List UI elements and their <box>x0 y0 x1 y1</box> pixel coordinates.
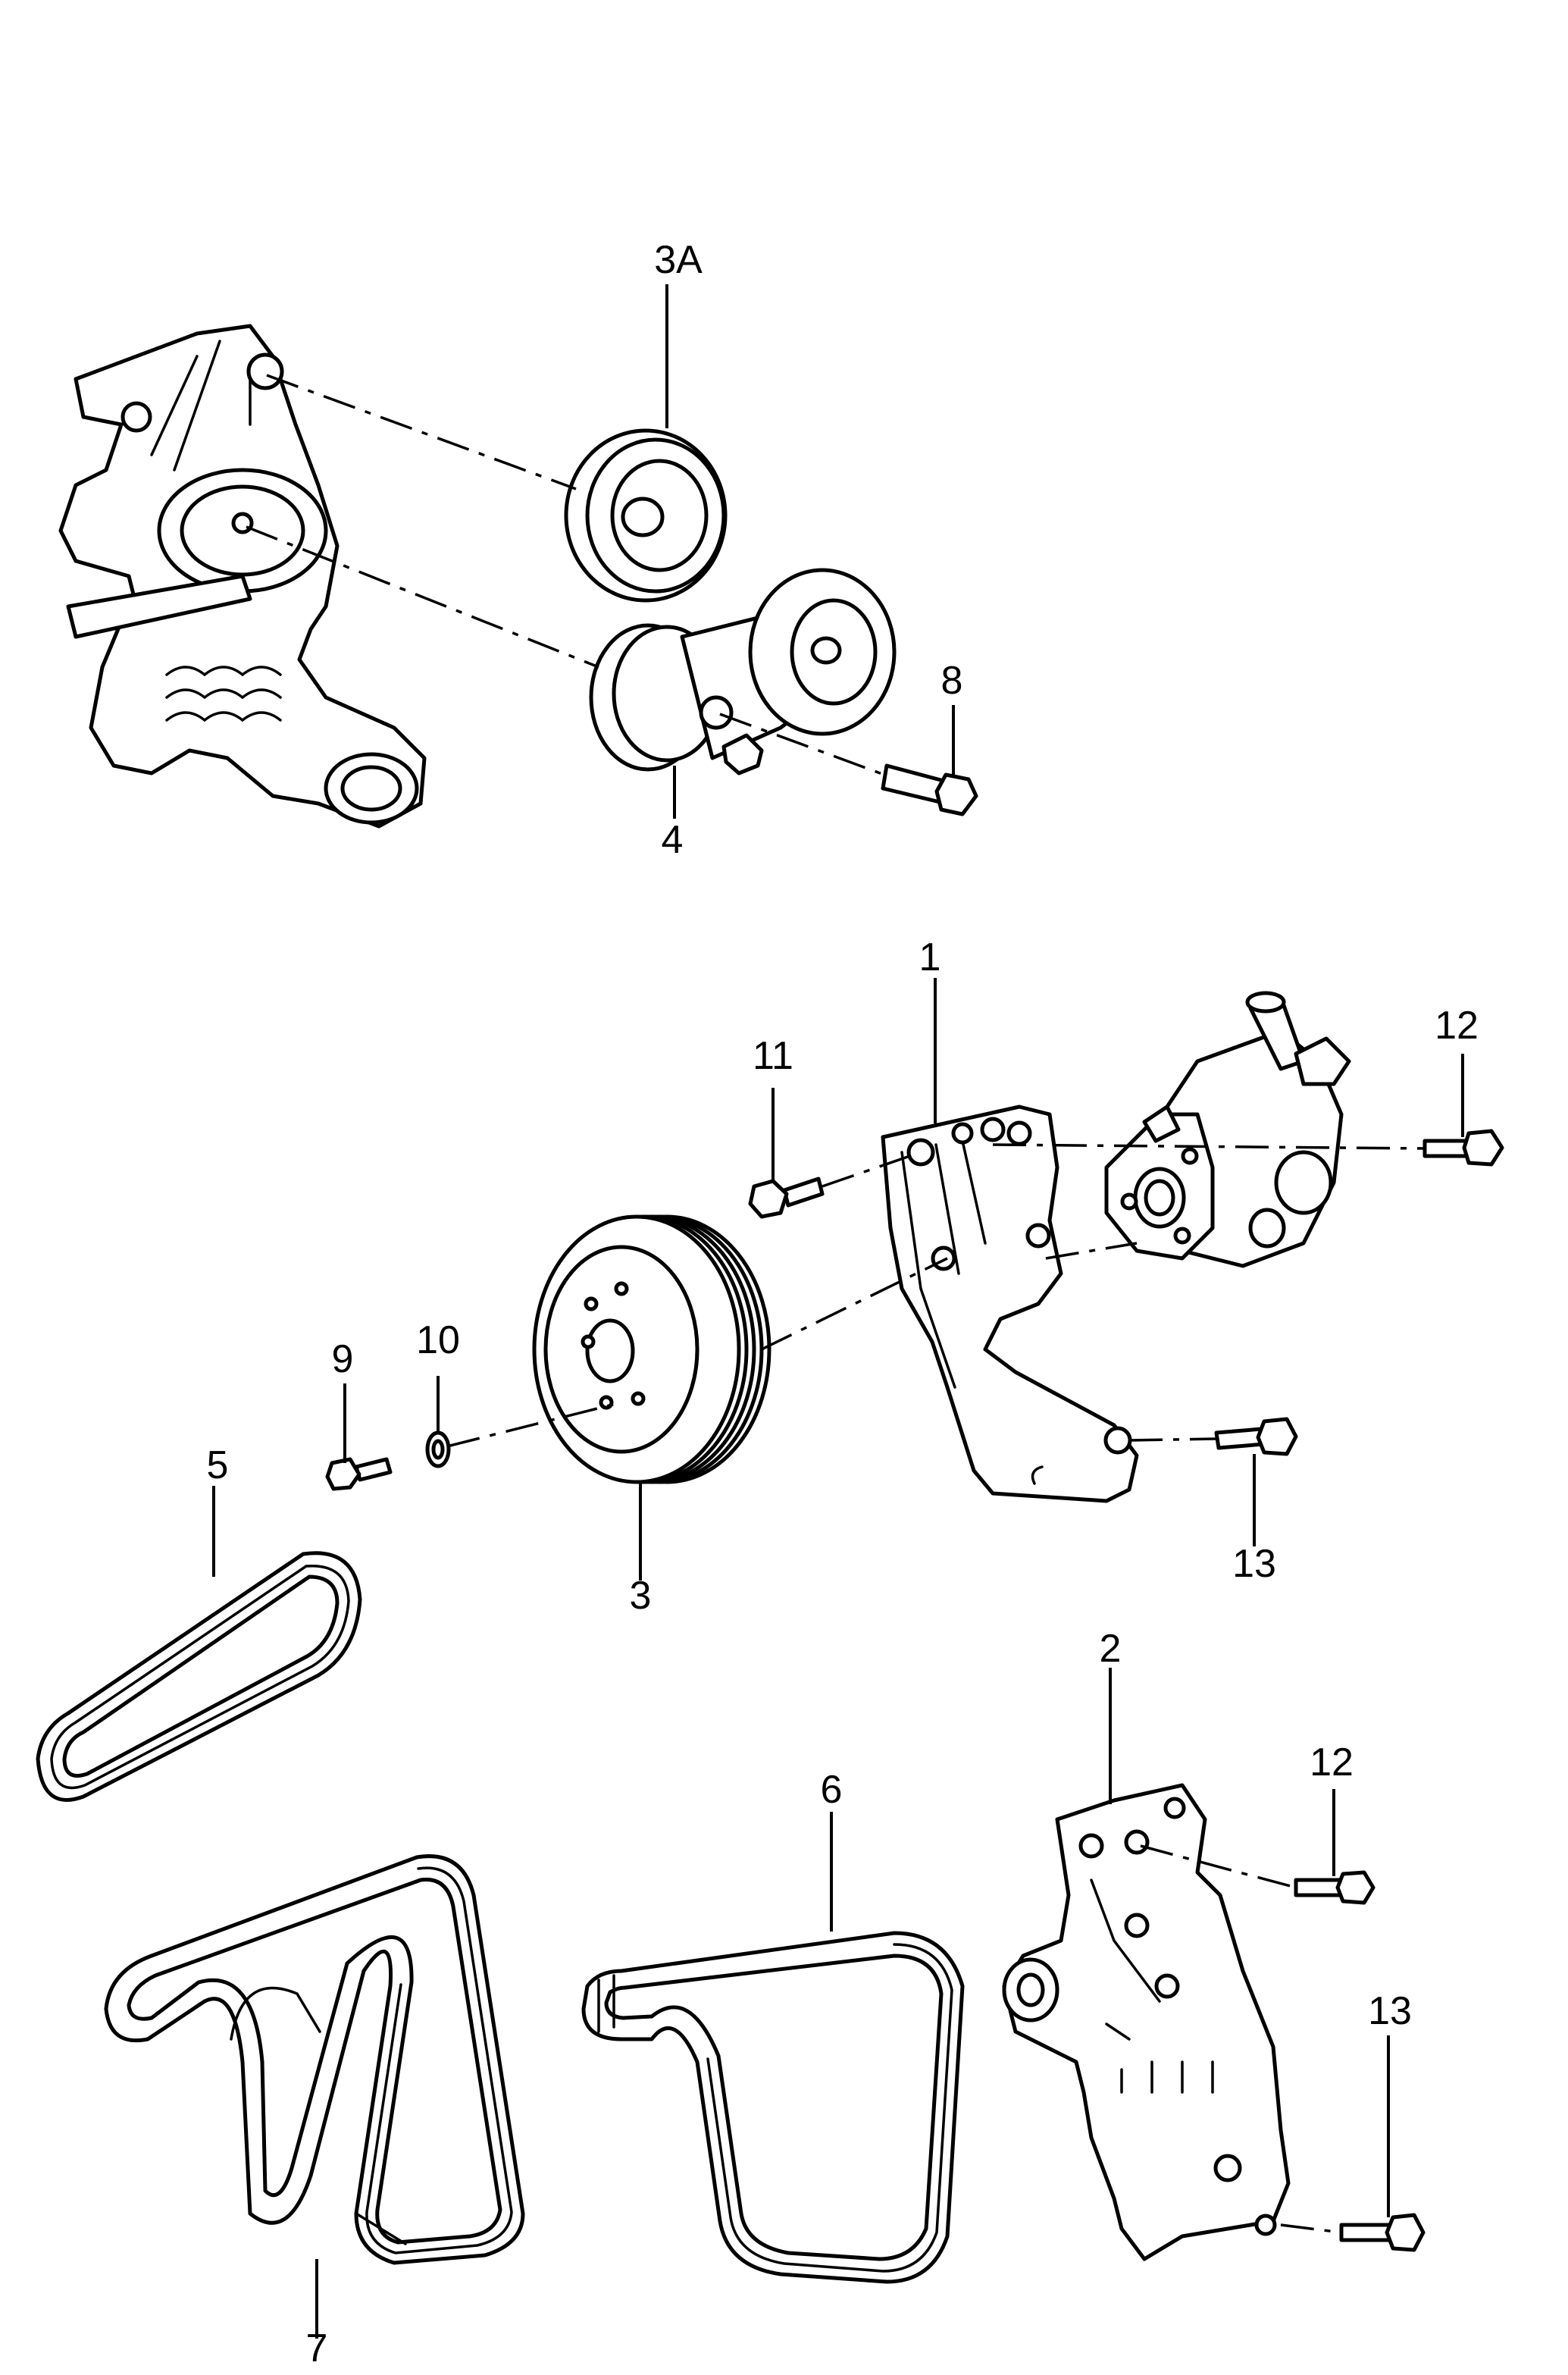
assembly-line <box>719 713 891 779</box>
serpentine-belt-6 <box>581 1931 965 2284</box>
callout-3a: 3A <box>654 238 703 282</box>
assembly-line <box>992 1143 1426 1150</box>
bolt-8 <box>881 763 978 816</box>
assembly-line <box>446 1401 622 1448</box>
serpentine-belt-7 <box>104 1854 525 2265</box>
power-steering-pump <box>1104 991 1351 1268</box>
assembly-line <box>1045 1242 1138 1260</box>
alternator-bracket <box>1002 1783 1291 2261</box>
belt-tensioner <box>589 568 897 775</box>
callout-2: 2 <box>1100 1627 1122 1671</box>
callout-5: 5 <box>207 1443 229 1487</box>
bolt-12-upper <box>1422 1129 1504 1167</box>
callout-13-upper: 13 <box>1232 1542 1276 1586</box>
callout-8: 8 <box>941 659 963 703</box>
assembly-line <box>1140 1844 1297 1889</box>
callout-12-upper: 12 <box>1435 1004 1479 1048</box>
callout-3: 3 <box>630 1574 652 1618</box>
bolt-13-lower <box>1339 2213 1426 2252</box>
bolt-13-upper <box>1214 1417 1298 1456</box>
drive-belt-5 <box>36 1551 362 1802</box>
callout-9: 9 <box>332 1337 354 1381</box>
assembly-line <box>246 525 599 669</box>
callout-12-lower: 12 <box>1310 1741 1354 1784</box>
assembly-line <box>1128 1437 1217 1442</box>
callout-13-lower: 13 <box>1368 1989 1412 2033</box>
bolt-11 <box>748 1177 825 1219</box>
callout-6: 6 <box>821 1768 843 1812</box>
washer-10 <box>425 1430 451 1468</box>
callout-4: 4 <box>662 818 684 862</box>
pump-bracket <box>881 1104 1139 1503</box>
bolt-12-lower <box>1294 1870 1376 1905</box>
engine-bracket <box>58 324 427 829</box>
bolt-9 <box>325 1457 393 1491</box>
assembly-line <box>822 1151 922 1188</box>
callout-7: 7 <box>306 2326 328 2370</box>
callout-11: 11 <box>753 1034 793 1078</box>
assembly-line <box>266 374 577 490</box>
idler-pulley <box>564 428 728 603</box>
callout-1: 1 <box>919 935 941 979</box>
callout-10: 10 <box>416 1318 460 1362</box>
crank-pulley <box>532 1214 771 1484</box>
assembly-line <box>1280 2223 1342 2234</box>
